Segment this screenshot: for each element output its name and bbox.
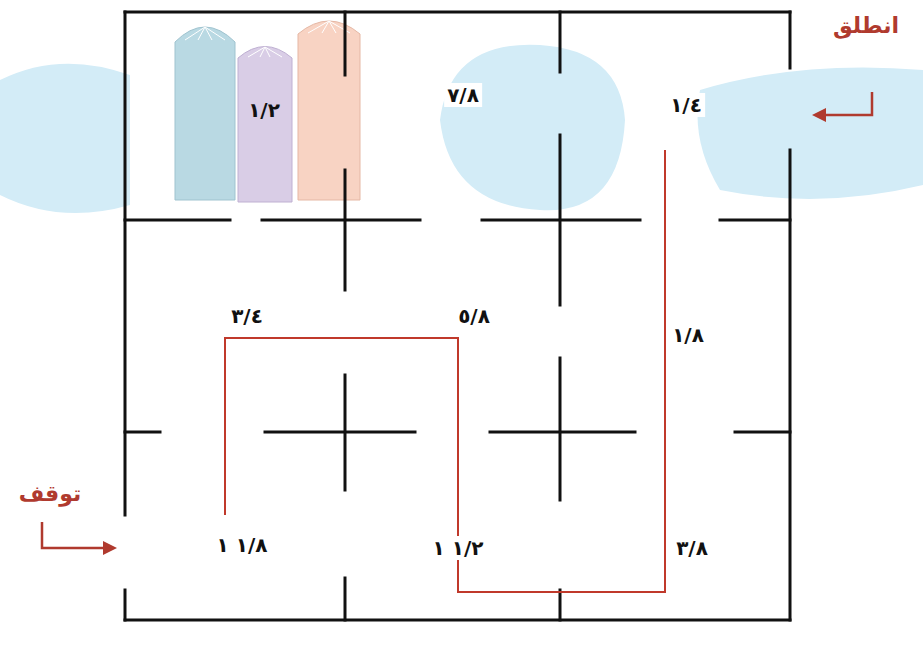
fraction-label: ٣/٤ xyxy=(228,304,266,328)
watermark-blobs xyxy=(0,45,923,213)
fraction-label: ١/٤ xyxy=(667,93,705,117)
arrow-head xyxy=(812,108,826,122)
start-arrow xyxy=(822,92,872,115)
mixed-number-label: ١ ١/٢ xyxy=(430,536,487,560)
fraction-label: ١/٢ xyxy=(245,98,283,122)
arrow-head xyxy=(103,541,117,555)
stop-arrow xyxy=(42,522,106,548)
fraction-label: ١/٨ xyxy=(669,323,707,347)
maze-walls xyxy=(125,12,790,620)
stop-label: توقف xyxy=(16,481,85,507)
jars-illustration xyxy=(175,21,360,202)
jar-tops xyxy=(185,21,350,57)
watermark-blob xyxy=(0,64,130,213)
jar xyxy=(298,21,360,200)
fraction-label: ٣/٨ xyxy=(673,536,711,560)
watermark-blob xyxy=(698,68,923,199)
jar xyxy=(175,27,235,200)
watermark-blob xyxy=(440,45,625,211)
mixed-number-label: ١ ١/٨ xyxy=(214,533,271,557)
solution-path xyxy=(225,150,665,592)
start-label: انطلق xyxy=(830,13,902,39)
fraction-label: ٥/٨ xyxy=(455,304,493,328)
jar xyxy=(238,47,292,203)
fraction-label: ٧/٨ xyxy=(444,83,482,107)
